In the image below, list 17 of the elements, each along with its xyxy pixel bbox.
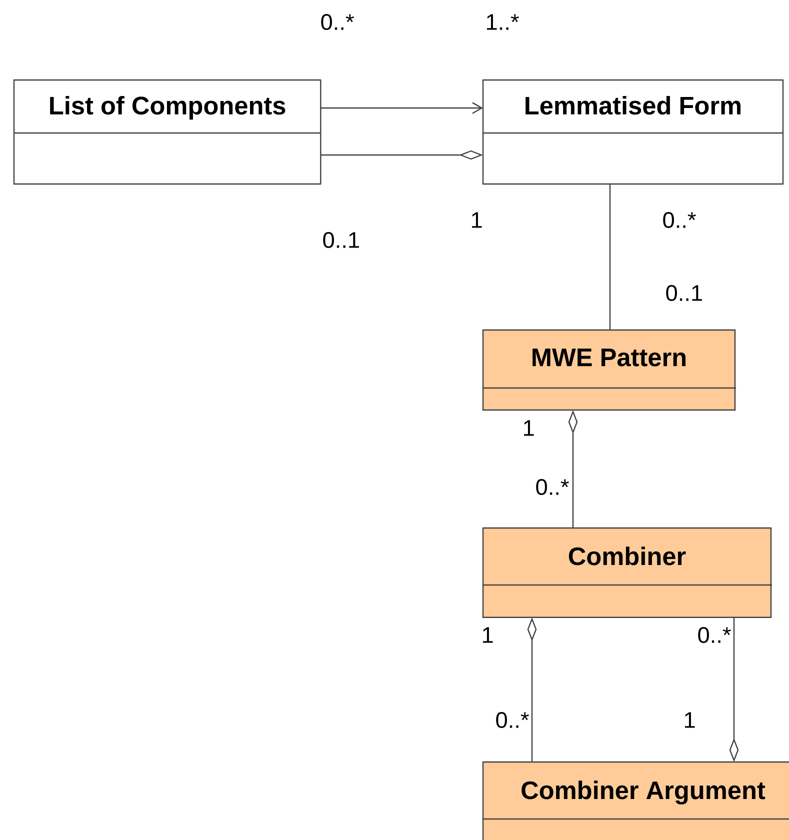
multiplicity-label: 0..* xyxy=(496,712,529,728)
class-box: Combiner xyxy=(482,527,772,618)
multiplicity-label: 0..1 xyxy=(323,232,359,248)
multiplicity-label: 0..1 xyxy=(666,284,702,302)
multiplicity-label: 1 xyxy=(685,712,695,728)
multiplicity-label: 0..* xyxy=(663,212,696,228)
multiplicity-label: 1..* xyxy=(487,14,519,30)
association-line xyxy=(609,184,611,330)
class-box: Combiner Argument xyxy=(482,761,789,840)
class-box: List of Components xyxy=(13,79,322,185)
multiplicity-label: 1 xyxy=(472,212,482,228)
association-line xyxy=(320,102,483,114)
multiplicity-label: 0..* xyxy=(698,626,731,644)
class-box: MWE Pattern xyxy=(482,329,736,411)
multiplicity-label: 0..* xyxy=(321,14,354,30)
multiplicity-label: 0..* xyxy=(536,478,569,496)
class-box: Lemmatised Form xyxy=(482,79,784,185)
